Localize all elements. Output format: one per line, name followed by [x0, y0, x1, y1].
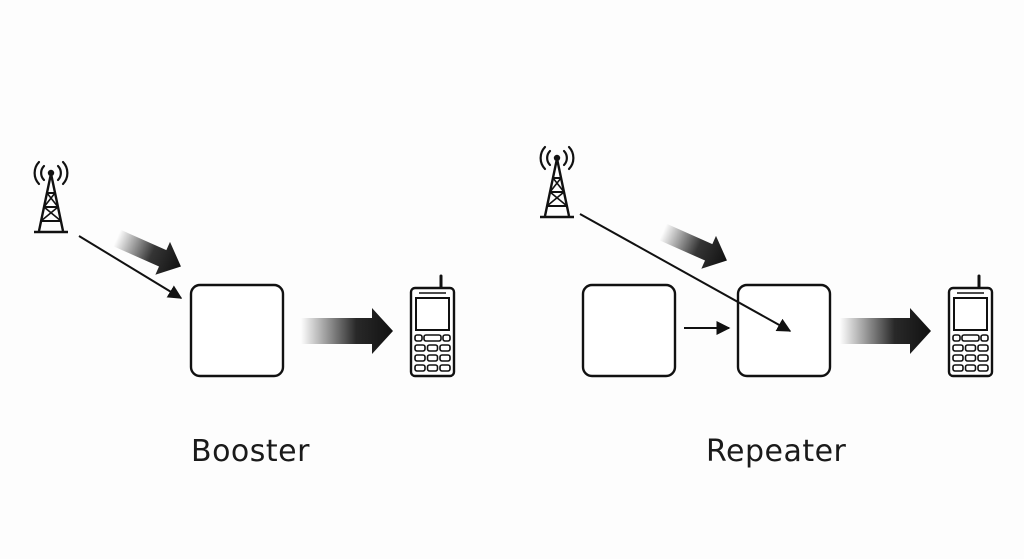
incoming-signal-arrow: [659, 223, 727, 269]
repeater-output-arrow: [840, 308, 931, 354]
tower-signal-line: [579, 213, 792, 332]
booster-diagram: [32, 160, 456, 378]
cell-tower-icon: [538, 145, 576, 219]
mobile-phone-icon: [947, 274, 994, 378]
booster-caption: Booster: [191, 434, 310, 469]
booster-box: [189, 283, 285, 378]
mobile-phone-icon: [409, 274, 456, 378]
repeater-caption: Repeater: [706, 434, 847, 469]
tower-signal-line: [78, 235, 183, 299]
repeater-box: [736, 283, 832, 378]
repeater-diagram: [538, 145, 994, 378]
cell-tower-icon: [32, 160, 70, 234]
incoming-signal-arrow: [113, 229, 181, 275]
booster-output-arrow: [301, 308, 393, 354]
donor-box: [581, 283, 677, 378]
